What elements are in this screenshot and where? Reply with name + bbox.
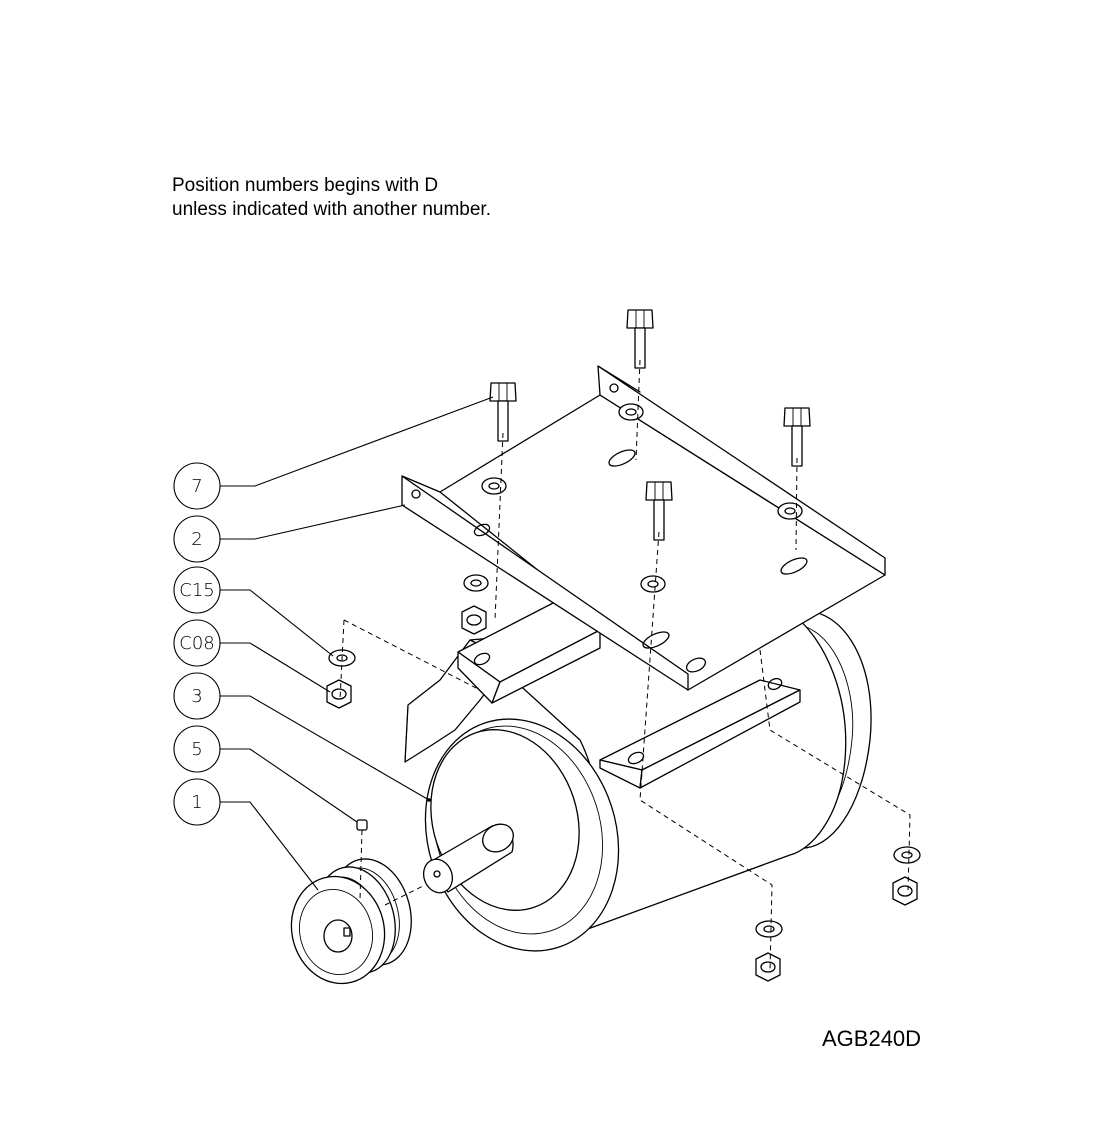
motor [404,601,872,952]
callout-5: 5 [173,725,358,823]
set-screw [356,819,368,831]
position-note-line-1: Position numbers begins with D [172,175,439,196]
position-note-line-2: unless indicated with another number. [172,199,491,220]
position-note: Position numbers begins with D unless in… [172,174,491,222]
callout-1-label: 1 [191,792,202,813]
callout-7: 7 [173,396,494,510]
callout-c08-label: C08 [179,633,214,654]
assembly-lines [339,359,911,971]
callout-2: 2 [173,504,406,563]
callout-5-label: 5 [191,739,202,760]
callout-3-label: 3 [191,686,202,707]
callout-2-label: 2 [191,529,202,550]
callout-c15: C15 [173,566,334,657]
callout-1: 1 [173,778,319,891]
nuts [326,605,918,982]
callout-c08: C08 [173,619,331,693]
drawing-code: AGB240D [822,1026,922,1051]
callout-3: 3 [173,672,431,802]
washers [328,403,921,938]
callout-c15-label: C15 [179,580,214,601]
mounting-plate [401,365,886,691]
bolts [489,309,811,541]
callout-7-label: 7 [191,476,202,497]
pulley [290,858,412,985]
